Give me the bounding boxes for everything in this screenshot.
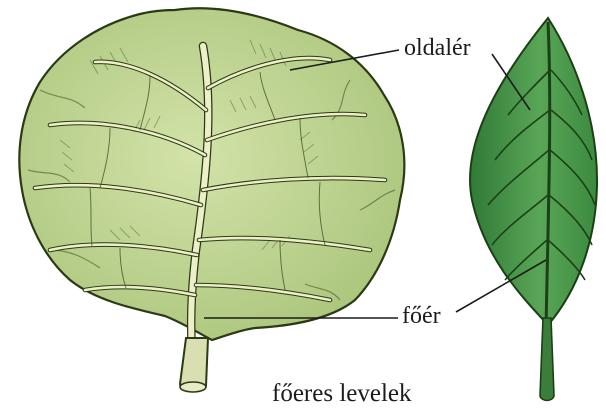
narrow-leaf bbox=[470, 18, 597, 401]
caption: főeres levelek bbox=[272, 380, 412, 408]
round-leaf-blade bbox=[19, 8, 404, 340]
narrow-leaf-blade bbox=[470, 18, 597, 325]
round-leaf bbox=[19, 8, 404, 392]
main-vein-label: főér bbox=[402, 303, 441, 330]
side-vein-label: oldalér bbox=[404, 35, 471, 62]
narrow-leaf-stem bbox=[540, 318, 554, 401]
